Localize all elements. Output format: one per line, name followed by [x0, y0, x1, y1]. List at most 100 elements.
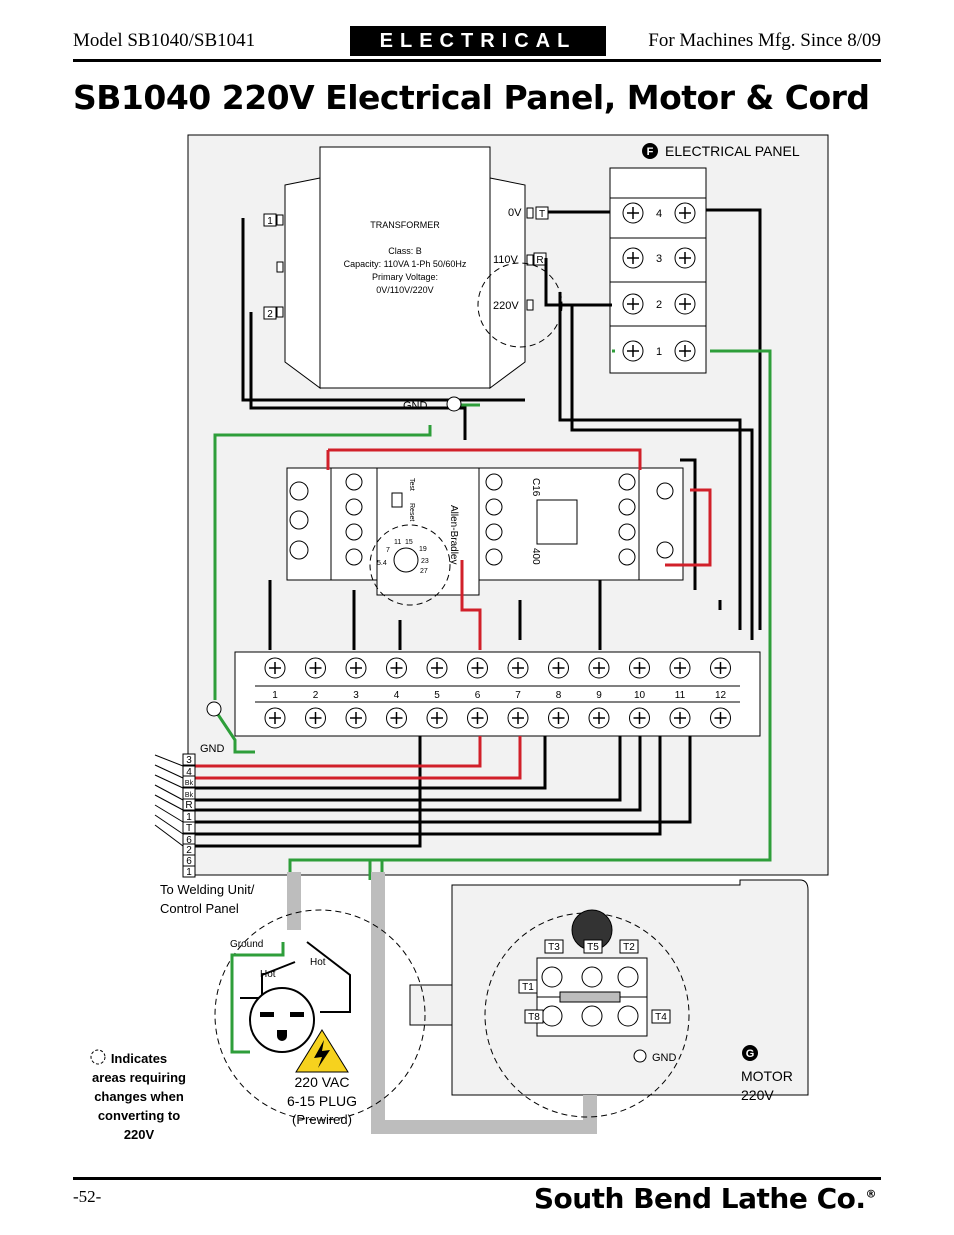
dial-7: 7	[386, 547, 390, 554]
legend-line-4: converting to	[98, 1108, 180, 1123]
legend-line-5: 220V	[124, 1127, 155, 1142]
motor-term-box	[544, 939, 564, 954]
plug-ground-label: Ground	[230, 939, 263, 950]
dial-19: 19	[419, 546, 427, 553]
transformer-primary: Primary Voltage:	[372, 272, 438, 282]
model-label: Model SB1040/SB1041	[73, 30, 256, 51]
motor-term-box	[524, 1009, 544, 1024]
svg-text:2: 2	[267, 309, 273, 320]
cord-label: 1	[186, 812, 192, 823]
dial-11: 11	[394, 539, 401, 546]
motor-term-t1: T1	[522, 982, 534, 993]
cord-label: R	[185, 800, 192, 811]
plug-voltage: 220 VAC	[295, 1074, 350, 1090]
motor-term-box	[651, 1009, 671, 1024]
conversion-area-plug	[214, 909, 426, 1121]
panel-f-letter: F	[647, 146, 654, 158]
motor-voltage: 220V	[741, 1087, 774, 1103]
gnd-label-motor: GND	[652, 1052, 677, 1064]
conversion-area-motor	[484, 912, 690, 1118]
terminal-number-4: 4	[394, 690, 400, 701]
cord-label: Bk	[185, 792, 194, 799]
cord-label: 3	[186, 755, 192, 766]
transformer	[319, 146, 491, 389]
relay-reset: Reset	[408, 503, 415, 521]
cord-label-box	[182, 821, 196, 834]
dial-5-4: 5.4	[377, 560, 387, 567]
terminal-number-9: 9	[596, 690, 602, 701]
panel-f-label: ELECTRICAL PANEL	[665, 143, 800, 159]
legend-line-1: Indicates	[111, 1051, 167, 1066]
motor-term-t8: T8	[528, 1012, 540, 1023]
terminal-number-12: 12	[715, 690, 727, 701]
transformer-voltages: 0V/110V/220V	[376, 285, 433, 295]
terminal-number-11: 11	[675, 690, 686, 701]
terminal-number-5: 5	[434, 690, 440, 701]
contactor-model: C16	[530, 478, 541, 497]
plug-face	[249, 987, 315, 1053]
terminal-number-6: 6	[475, 690, 481, 701]
relay-test: Test	[408, 478, 415, 491]
terminal-number-3: 3	[353, 690, 359, 701]
strip-num-2: 2	[656, 299, 662, 311]
plug-hot2-label: Hot	[310, 957, 326, 968]
transformer-class: Class: B	[388, 246, 422, 256]
motor-label: MOTOR	[741, 1068, 793, 1084]
cord-label: 1	[186, 867, 192, 878]
terminal-number-2: 2	[313, 690, 319, 701]
dial-15: 15	[405, 539, 413, 546]
plug-note: (Prewired)	[292, 1112, 352, 1127]
motor-term-t3: T3	[548, 942, 560, 953]
welding-label-1: To Welding Unit/	[160, 882, 255, 897]
brand-text: South Bend Lathe Co.	[533, 1182, 866, 1215]
terminal-number-7: 7	[515, 690, 521, 701]
transformer-title: TRANSFORMER	[370, 220, 440, 230]
cord-label: 6	[186, 835, 192, 846]
brand-logo: South Bend Lathe Co.®	[533, 1182, 877, 1215]
gnd-label-panel: GND	[200, 743, 225, 755]
svg-text:R: R	[536, 255, 543, 266]
panel-g-badge	[742, 1045, 758, 1061]
mfg-label: For Machines Mfg. Since 8/09	[648, 30, 881, 51]
registered-mark: ®	[865, 1187, 877, 1201]
page-title: SB1040 220V Electrical Panel, Motor & Co…	[73, 78, 870, 117]
strip-num-3: 3	[656, 253, 662, 265]
plug-hot1-label: Hot	[260, 969, 276, 980]
motor-term-box	[518, 979, 538, 994]
svg-text:1: 1	[267, 216, 273, 227]
strip-num-1: 1	[656, 346, 662, 358]
cord-label-box	[182, 753, 196, 766]
dial-27: 27	[420, 568, 428, 575]
relay-brand: Allen-Bradley	[448, 505, 459, 564]
tap-110v: 110V	[493, 254, 519, 266]
strip-num-4: 4	[656, 208, 662, 220]
cord-label: 2	[186, 845, 192, 856]
motor-shaft-box	[409, 984, 453, 1026]
footer-rule	[73, 1177, 881, 1180]
cord-label: Bk	[185, 780, 194, 787]
plug-type: 6-15 PLUG	[287, 1093, 357, 1109]
svg-text:T: T	[539, 209, 545, 220]
motor-term-box	[619, 939, 639, 954]
terminal-number-10: 10	[634, 690, 646, 701]
welding-label-2: Control Panel	[160, 901, 239, 916]
motor-term-t4: T4	[655, 1012, 667, 1023]
page-header: Model SB1040/SB1041 ELECTRICAL For Machi…	[73, 22, 881, 62]
panel-f-badge	[642, 143, 658, 159]
legend-line-2: areas requiring	[92, 1070, 186, 1085]
cord-label-box	[182, 865, 196, 878]
cord-label-box	[182, 798, 196, 811]
transformer-capacity: Capacity: 110VA 1-Ph 50/60Hz	[344, 259, 467, 269]
motor-term-t2: T2	[623, 942, 635, 953]
page-number: -52-	[73, 1187, 102, 1206]
cord-label: 6	[186, 856, 192, 867]
cord-label: 4	[186, 767, 192, 778]
legend-line-3: changes when	[94, 1089, 184, 1104]
contactor-rating: 400	[530, 548, 541, 565]
terminal-number-8: 8	[556, 690, 562, 701]
legend-dashed-icon	[90, 1049, 106, 1065]
section-tab: ELECTRICAL	[350, 26, 606, 56]
header-rule	[73, 59, 881, 62]
motor-term-box	[583, 939, 603, 954]
